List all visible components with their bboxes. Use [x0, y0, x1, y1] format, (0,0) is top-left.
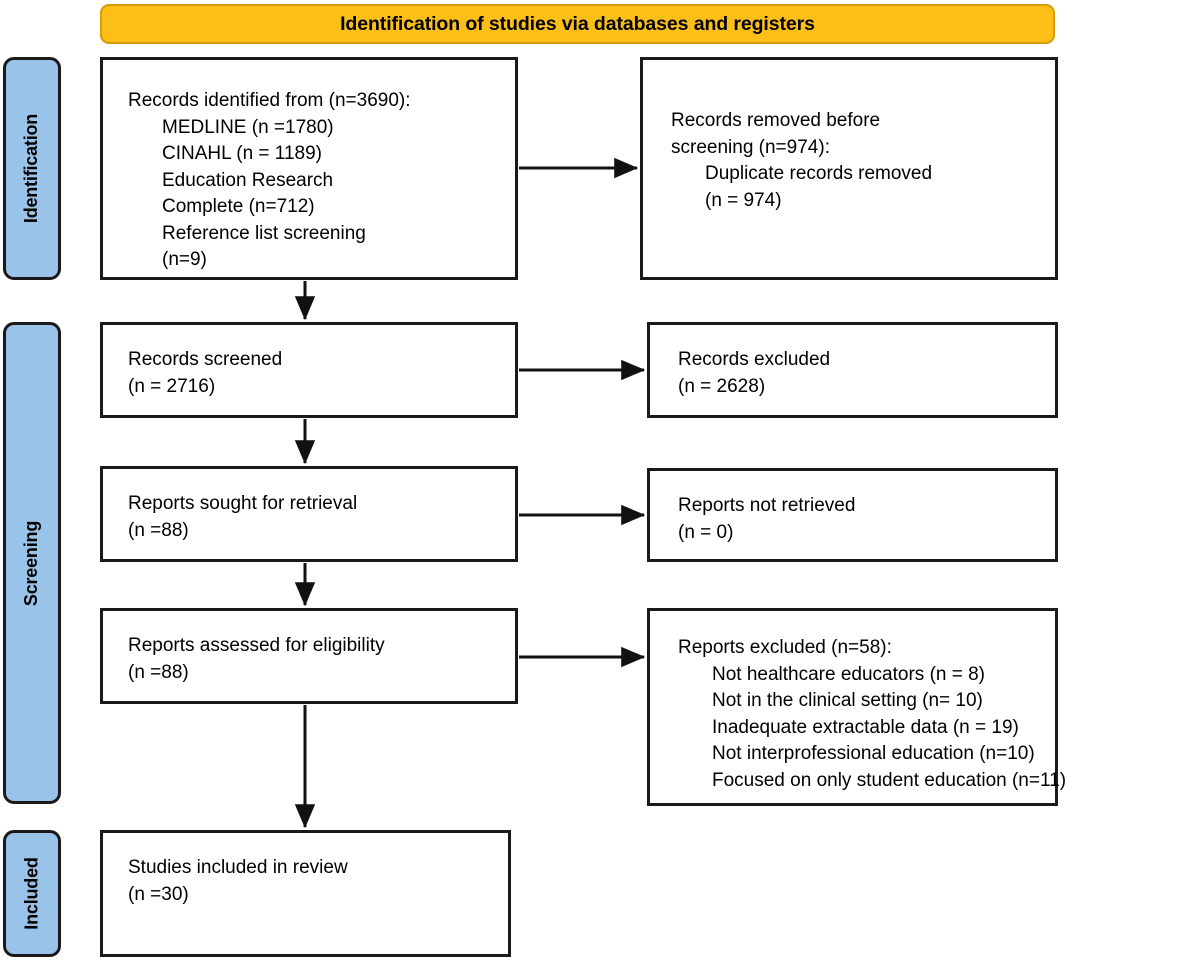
box-studies-included-body: Studies included in review (n =30) [128, 855, 498, 908]
box-reports-excluded-body: Reports excluded (n=58): Not healthcare … [678, 635, 1067, 794]
line-removed-head2: screening (n=974): [671, 135, 1045, 162]
box-records-identified: Records identified from (n=3690): MEDLIN… [100, 57, 518, 280]
stage-label-screening-text: Screening [21, 520, 42, 606]
stage-label-identification-text: Identification [21, 113, 42, 224]
line: Focused on only student education (n=11) [712, 769, 1067, 791]
line: Records excluded [678, 349, 831, 370]
box-records-screened: Records screened (n = 2716) [100, 322, 518, 418]
line-emphasis: screening (n=974) [671, 136, 825, 158]
line: Reports assessed for eligibility [128, 635, 385, 656]
line: MEDLINE (n =1780) [162, 116, 334, 138]
line: Studies included in review [128, 857, 348, 878]
line: Records screened [128, 349, 283, 370]
box-reports-not-retrieved: Reports not retrieved (n = 0) [647, 468, 1058, 562]
line: Reports not retrieved [678, 495, 856, 516]
line: Duplicate records removed [705, 163, 933, 184]
phase-banner-title: Identification of studies via databases … [340, 12, 815, 35]
line: (n =30) [128, 883, 189, 905]
box-reports-sought-body: Reports sought for retrieval (n =88) [128, 491, 505, 544]
line: (n =88) [128, 661, 189, 683]
box-reports-excluded: Reports excluded (n=58): Not healthcare … [647, 608, 1067, 806]
line: : [824, 136, 830, 158]
box-reports-assessed-body: Reports assessed for eligibility (n =88) [128, 633, 505, 686]
line: Not healthcare educators (n = 8) [712, 663, 986, 685]
box-reports-not-retrieved-body: Reports not retrieved (n = 0) [678, 493, 1045, 546]
box-studies-included: Studies included in review (n =30) [100, 830, 511, 957]
line: Reports excluded (n=58): [678, 637, 892, 658]
line: Education Research [162, 169, 334, 191]
box-reports-assessed: Reports assessed for eligibility (n =88) [100, 608, 518, 704]
box-records-screened-body: Records screened (n = 2716) [128, 347, 505, 400]
box-records-excluded: Records excluded (n = 2628) [647, 322, 1058, 418]
line: (n = 0) [678, 521, 734, 543]
line: (n=9) [162, 249, 207, 270]
line: Not interprofessional education (n=10) [712, 743, 1035, 764]
stage-label-screening: Screening [3, 322, 61, 804]
box-reports-sought: Reports sought for retrieval (n =88) [100, 466, 518, 562]
line: Records removed [671, 110, 827, 131]
line: (n = 2716) [128, 375, 216, 397]
line-removed-head: Records removed before [671, 108, 1045, 135]
box-records-removed: Records removed before screening (n=974)… [640, 57, 1058, 280]
stage-label-included-text: Included [21, 857, 42, 930]
stage-label-included: Included [3, 830, 61, 957]
line: (n = 974) [705, 189, 782, 211]
box-records-removed-body: Records removed before screening (n=974)… [671, 108, 1045, 214]
line: Complete (n=712) [162, 196, 315, 217]
line: Inadequate extractable data (n = 19) [712, 716, 1019, 738]
stage-label-identification: Identification [3, 57, 61, 280]
line: Not in the clinical setting (n= 10) [712, 690, 983, 711]
box-records-excluded-body: Records excluded (n = 2628) [678, 347, 1045, 400]
box-records-identified-body: Records identified from (n=3690): MEDLIN… [128, 88, 505, 274]
line: (n = 2628) [678, 375, 766, 397]
line: (n =88) [128, 519, 189, 541]
phase-banner: Identification of studies via databases … [100, 4, 1055, 44]
line: Reports sought for retrieval [128, 493, 358, 514]
line-emphasis: before [826, 110, 881, 131]
line: Reference list screening [162, 222, 366, 244]
line: Records identified from (n=3690): [128, 90, 411, 111]
line: CINAHL (n = 1189) [162, 143, 322, 164]
